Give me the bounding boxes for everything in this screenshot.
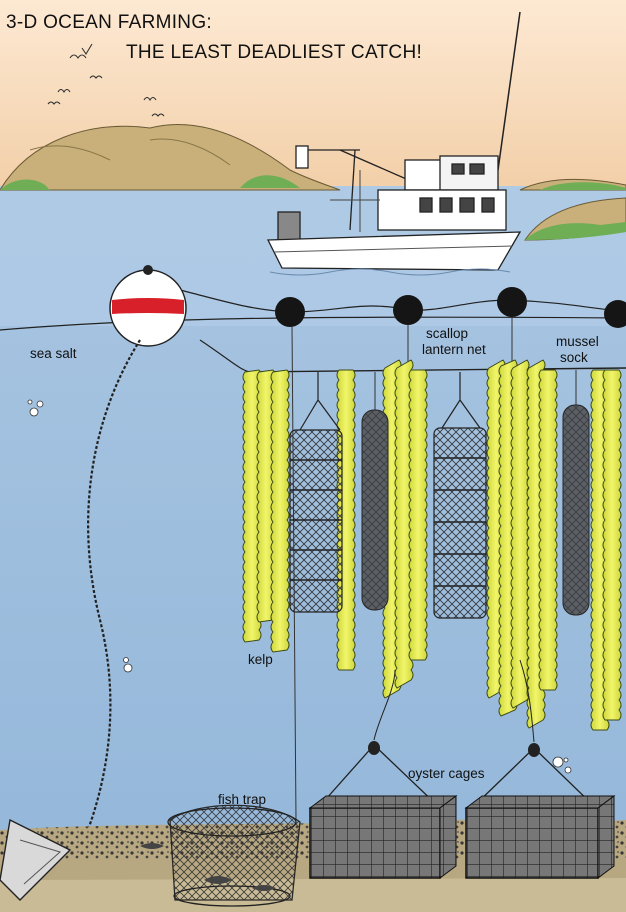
ripples bbox=[269, 268, 511, 276]
anchor-chain bbox=[78, 339, 141, 851]
mussel-sock-1 bbox=[361, 372, 389, 611]
label-kelp: kelp bbox=[248, 652, 273, 667]
floats bbox=[275, 287, 626, 328]
scallop-lantern-net-1 bbox=[289, 372, 343, 613]
mussel-sock-2 bbox=[562, 370, 590, 616]
label-mussel-line2: sock bbox=[560, 350, 588, 365]
title-line-1: 3-D OCEAN FARMING: bbox=[6, 12, 212, 33]
title-line-2: THE LEAST DEADLIEST CATCH! bbox=[126, 42, 423, 63]
label-scallop-line2: lantern net bbox=[422, 342, 486, 357]
marker-buoy bbox=[109, 265, 187, 347]
kelp-strand bbox=[270, 369, 290, 653]
oyster-cage-2 bbox=[464, 659, 616, 879]
bubbles bbox=[27, 399, 572, 774]
hills bbox=[0, 124, 626, 241]
label-mussel-line1: mussel bbox=[556, 334, 599, 349]
fishing-boat bbox=[266, 11, 522, 271]
scallop-lantern-net-2 bbox=[433, 372, 487, 619]
birds-icon bbox=[47, 43, 165, 117]
label-fish-trap: fish trap bbox=[218, 792, 267, 807]
label-sea-salt: sea salt bbox=[30, 346, 77, 361]
label-oyster-cages: oyster cages bbox=[408, 766, 485, 781]
oyster-cage-1 bbox=[308, 669, 458, 879]
label-mussel-sock: mussel sock bbox=[556, 334, 599, 366]
kelp-strand bbox=[602, 369, 622, 721]
kelp-strand bbox=[538, 369, 558, 691]
kelp-strand bbox=[408, 369, 428, 661]
anchor-icon bbox=[0, 818, 72, 901]
fish-trap bbox=[140, 804, 301, 907]
kelp-strand bbox=[510, 359, 530, 709]
label-scallop: scallop lantern net bbox=[422, 326, 486, 358]
label-scallop-line1: scallop bbox=[426, 326, 469, 341]
